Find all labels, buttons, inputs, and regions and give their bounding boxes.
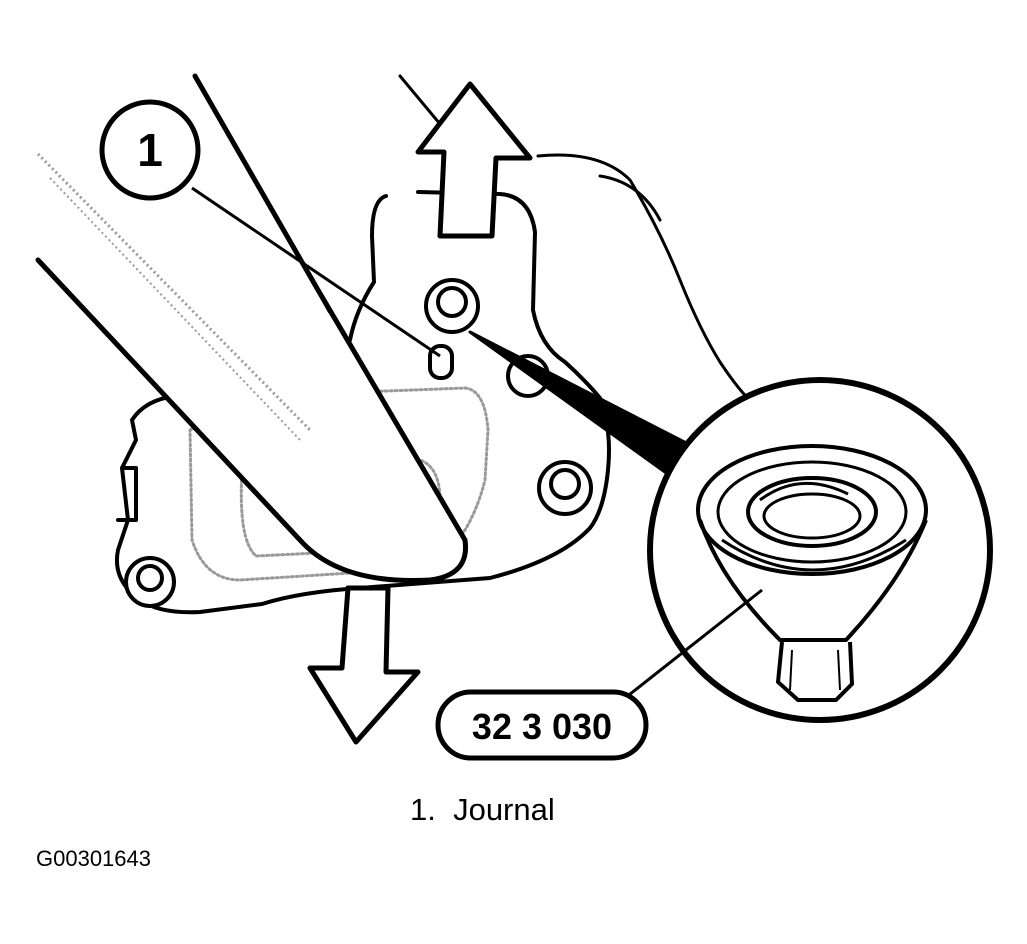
bracket-flange [348,194,388,342]
upper-bolt [424,278,480,334]
tool-shank [775,641,855,702]
tool-label-frame [435,689,649,761]
housing-contour-2 [598,174,662,222]
tool-label-text: 32 3 030 [472,706,612,747]
tool-detail-zoom [647,377,993,723]
left-bolt [124,556,176,608]
bracket-tab [116,466,138,522]
tool-label-leader [619,588,763,704]
right-bolt [537,460,593,516]
callout-1-circle [99,99,201,201]
arrow-up-icon [415,81,533,239]
control-arm [35,73,469,583]
housing-contour [536,153,754,404]
tool-rim-outer [696,444,928,576]
tool-rim-inner [716,460,908,564]
tool-bore [746,476,878,548]
callout-1-number: 1 [137,124,163,176]
tool-cone [698,519,928,642]
callout-1-leader [191,186,441,358]
figure-id: G00301643 [36,846,151,871]
figure-caption: 1. Journal [410,792,555,827]
bracket-outline [115,190,611,615]
zoom-pointer [468,330,702,482]
arrow-down-icon [307,585,421,745]
